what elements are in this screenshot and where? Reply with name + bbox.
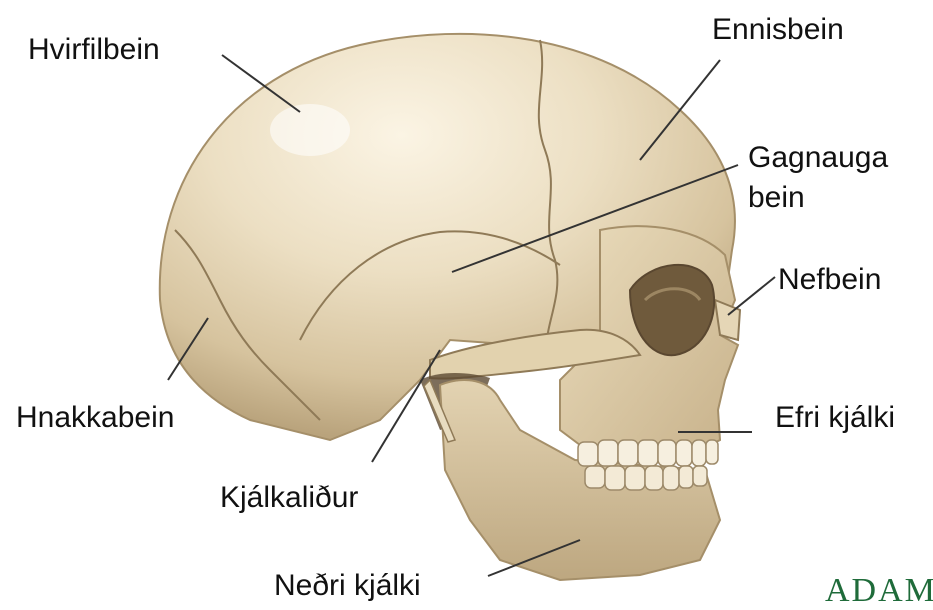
label-gagnauga-line2: bein bbox=[748, 178, 805, 218]
label-ennisbein: Ennisbein bbox=[712, 12, 844, 48]
adam-logo: ADAM bbox=[825, 572, 933, 610]
lower-teeth bbox=[585, 466, 707, 490]
upper-teeth bbox=[578, 440, 718, 466]
label-hvirfilbein: Hvirfilbein bbox=[28, 32, 160, 68]
label-nedri-kjalki: Neðri kjálki bbox=[274, 568, 421, 604]
label-hnakkabein: Hnakkabein bbox=[16, 400, 174, 436]
label-efri-kjalki: Efri kjálki bbox=[775, 400, 895, 436]
label-nefbein: Nefbein bbox=[778, 262, 881, 298]
label-kjalkalidur: Kjálkaliður bbox=[220, 480, 358, 516]
label-gagnauga-line1: Gagnauga bbox=[748, 138, 888, 178]
